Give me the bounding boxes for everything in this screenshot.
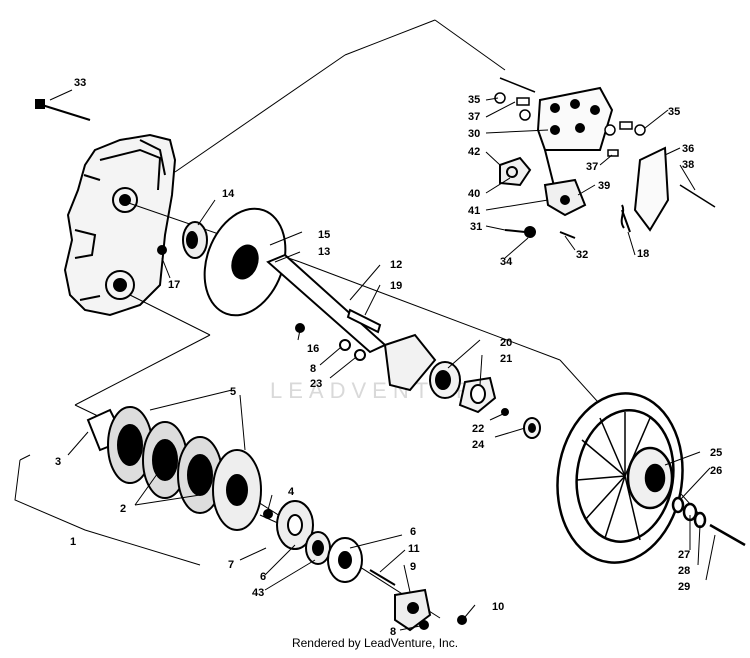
callout-1: 1 [70,536,76,548]
bearing-assembly-left [263,500,467,632]
callout-32: 32 [576,249,588,261]
callout-8a: 8 [310,363,316,375]
callout-30: 30 [468,128,480,140]
callout-20: 20 [500,337,512,349]
callout-37b: 37 [586,161,598,173]
callout-21: 21 [500,353,512,365]
callout-3: 3 [55,456,61,468]
callout-13: 13 [318,246,330,258]
callout-6a: 6 [260,571,266,583]
callout-40: 40 [468,188,480,200]
callout-35b: 35 [668,106,680,118]
callout-43: 43 [252,587,264,599]
flange-14 [157,221,208,259]
driven-pulley-25 [556,392,746,564]
engine-crankcase [63,133,177,317]
callout-15: 15 [318,229,330,241]
callout-34: 34 [500,256,513,268]
callout-22: 22 [472,423,484,435]
callout-labels: 1 2 3 4 5 6 6 7 8 8 9 10 11 12 13 14 15 … [55,77,722,638]
callout-39: 39 [598,180,610,192]
bracket-hardware [494,77,716,208]
callout-28: 28 [678,565,690,577]
callout-18: 18 [637,248,649,260]
callout-38: 38 [682,159,694,171]
callout-9: 9 [410,561,416,573]
callout-35a: 35 [468,94,480,106]
callout-27: 27 [678,549,690,561]
brake-disc-15 [203,207,287,317]
callout-36: 36 [682,143,694,155]
callout-4: 4 [288,486,295,498]
callout-5: 5 [230,386,236,398]
leader-lines [14,89,716,631]
callout-29: 29 [678,581,690,593]
callout-17: 17 [168,279,180,291]
callout-37a: 37 [468,111,480,123]
callout-11: 11 [408,543,420,555]
callout-24: 24 [472,439,485,451]
callout-2: 2 [120,503,126,515]
drive-axle-assembly [86,406,262,531]
callout-33: 33 [74,77,86,89]
callout-12: 12 [390,259,402,271]
footer-credit: Rendered by LeadVenture, Inc. [291,636,459,650]
callout-42: 42 [468,146,480,158]
callout-31: 31 [470,221,482,233]
jackshaft-12 [266,253,387,361]
callout-8b: 8 [390,626,396,638]
callout-16: 16 [307,343,319,355]
callout-7: 7 [228,559,234,571]
callout-14: 14 [222,188,235,200]
callout-26: 26 [710,465,722,477]
callout-41: 41 [468,205,480,217]
callout-23: 23 [310,378,322,390]
callout-10: 10 [492,601,504,613]
bearing-flange-20 [383,333,541,439]
callout-6b: 6 [410,526,416,538]
bolt-33 [35,99,91,121]
callout-19: 19 [390,280,402,292]
bracket-assembly [499,86,670,239]
callout-25: 25 [710,447,722,459]
